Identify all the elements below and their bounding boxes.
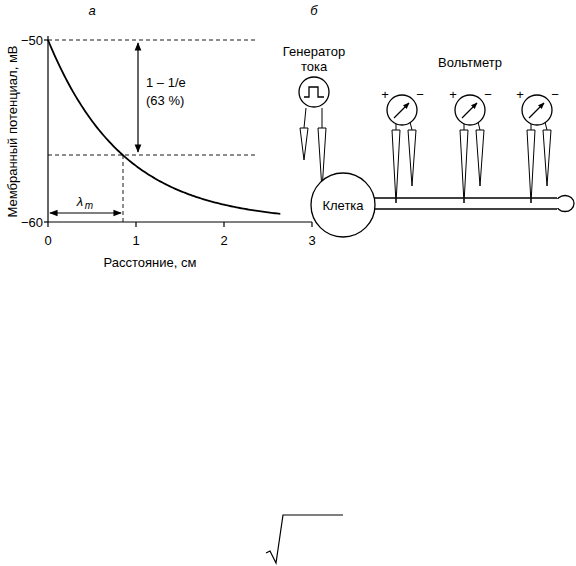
panel-letter: б <box>310 3 317 18</box>
generator-electrodes <box>300 108 326 190</box>
polarity-sign: − <box>484 87 492 102</box>
tick-label: 0 <box>44 233 51 248</box>
tick-label: 2 <box>220 233 227 248</box>
polarity-sign: + <box>449 87 457 102</box>
annotation: 1 – 1/e <box>146 75 186 90</box>
axon-joint <box>555 199 561 208</box>
current-generator: Генератор тока <box>272 44 356 74</box>
polarity-sign: − <box>551 87 559 102</box>
voltmeter-symbol <box>522 95 552 203</box>
radical-sign <box>266 515 343 563</box>
voltmeter-symbol <box>387 95 417 203</box>
chart-axes <box>44 36 312 227</box>
node-label: Клетка <box>322 198 363 213</box>
annotation: (63 %) <box>146 93 184 108</box>
tick-label: 1 <box>132 233 139 248</box>
tick-label: −50 <box>21 33 43 48</box>
voltmeter-symbol <box>455 95 485 203</box>
axon <box>372 196 574 212</box>
guide-lines <box>48 40 256 222</box>
tick-label: 3 <box>308 233 315 248</box>
tick-label: −60 <box>21 215 43 230</box>
decay-curve <box>48 40 280 214</box>
polarity-sign: − <box>416 87 424 102</box>
axis-title: Мембранный потенциал, мВ <box>5 45 20 217</box>
lambda-subscript: m <box>85 200 93 211</box>
lambda-symbol: λ <box>77 194 83 209</box>
panel-letter: а <box>88 3 95 18</box>
polarity-sign: + <box>381 87 389 102</box>
generator-symbol <box>299 77 329 107</box>
axis-title: Расстояние, см <box>104 255 197 270</box>
voltmeters <box>387 95 552 203</box>
amplitude-arrow <box>137 43 138 152</box>
device-label: Вольтметр <box>438 55 502 70</box>
node-heading: Генератор тока <box>279 44 349 74</box>
cell-body: Клетка <box>310 172 376 238</box>
polarity-sign: + <box>516 87 524 102</box>
lambda-arrow <box>50 212 121 213</box>
